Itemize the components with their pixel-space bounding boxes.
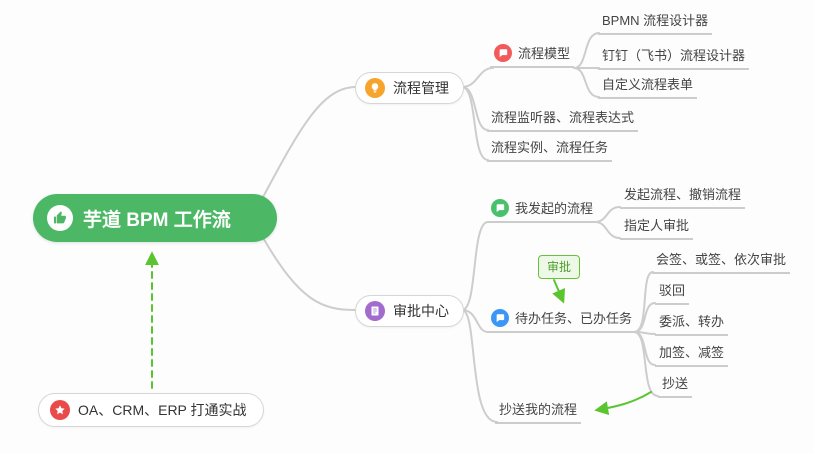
- node-my-initiated[interactable]: 我发起的流程: [487, 199, 598, 223]
- arrow-cc-to-ccmy: [594, 391, 652, 416]
- chat-icon: [491, 199, 509, 217]
- node-root-label: 芋道 BPM 工作流: [83, 209, 231, 231]
- node-reject[interactable]: 驳回: [655, 282, 690, 305]
- node-my-initiated-label: 我发起的流程: [515, 200, 594, 216]
- node-initiate-cancel[interactable]: 发起流程、撤销流程: [620, 186, 746, 209]
- node-add-reduce-sign[interactable]: 加签、减签: [655, 344, 729, 367]
- node-cc-my-process-label: 抄送我的流程: [499, 402, 578, 417]
- node-approval-center[interactable]: 审批中心: [355, 295, 464, 327]
- node-dingtalk-designer[interactable]: 钉钉（飞书）流程设计器: [598, 47, 750, 70]
- node-custom-form-label: 自定义流程表单: [602, 77, 694, 92]
- node-process-management-label: 流程管理: [393, 80, 449, 96]
- node-designated-approver[interactable]: 指定人审批: [620, 217, 694, 240]
- node-integration-practice-label: OA、CRM、ERP 打通实战: [78, 402, 247, 418]
- node-instance-task[interactable]: 流程实例、流程任务: [487, 139, 613, 162]
- node-approval-center-label: 审批中心: [393, 303, 449, 319]
- bulb-icon: [365, 78, 385, 98]
- node-process-model-label: 流程模型: [518, 45, 571, 61]
- node-dingtalk-designer-label: 钉钉（飞书）流程设计器: [602, 48, 746, 63]
- node-bpmn-designer[interactable]: BPMN 流程设计器: [598, 12, 713, 35]
- node-initiate-cancel-label: 发起流程、撤销流程: [624, 187, 742, 202]
- node-bpmn-designer-label: BPMN 流程设计器: [602, 13, 709, 28]
- node-approval-tag-label: 审批: [547, 260, 572, 274]
- node-process-management[interactable]: 流程管理: [355, 72, 464, 104]
- thumbs-up-icon: [47, 205, 73, 231]
- node-instance-task-label: 流程实例、流程任务: [491, 140, 609, 155]
- node-cc-label: 抄送: [662, 376, 689, 391]
- node-todo-done[interactable]: 待办任务、已办任务: [487, 309, 637, 333]
- chat-icon: [494, 44, 512, 62]
- node-cc-my-process[interactable]: 抄送我的流程: [495, 401, 582, 424]
- node-cc[interactable]: 抄送: [658, 375, 693, 398]
- node-listener-expression[interactable]: 流程监听器、流程表达式: [487, 109, 639, 132]
- clipboard-icon: [365, 301, 385, 321]
- node-todo-done-label: 待办任务、已办任务: [515, 310, 633, 326]
- node-designated-approver-label: 指定人审批: [624, 218, 690, 233]
- node-add-reduce-sign-label: 加签、减签: [659, 345, 725, 360]
- star-icon: [50, 400, 70, 420]
- node-listener-expression-label: 流程监听器、流程表达式: [491, 110, 635, 125]
- node-countersign[interactable]: 会签、或签、依次审批: [652, 251, 791, 274]
- node-approval-tag[interactable]: 审批: [538, 255, 581, 279]
- node-countersign-label: 会签、或签、依次审批: [656, 252, 787, 267]
- node-integration-practice[interactable]: OA、CRM、ERP 打通实战: [38, 393, 264, 427]
- node-delegate-transfer-label: 委派、转办: [659, 314, 725, 329]
- arrow-approval-to-todo: [552, 279, 566, 304]
- node-reject-label: 驳回: [659, 283, 686, 298]
- node-delegate-transfer[interactable]: 委派、转办: [655, 313, 729, 336]
- node-custom-form[interactable]: 自定义流程表单: [598, 76, 698, 99]
- node-process-model[interactable]: 流程模型: [490, 44, 575, 68]
- node-root[interactable]: 芋道 BPM 工作流: [33, 194, 277, 242]
- chat-icon: [491, 309, 509, 327]
